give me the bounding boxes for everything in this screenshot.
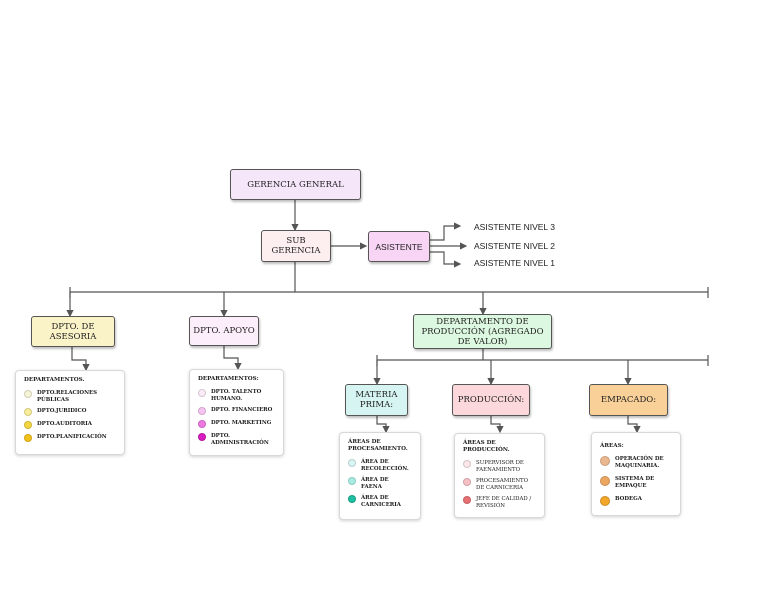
bullet-dot-icon <box>348 495 356 504</box>
sub-gerencia-node[interactable]: SUB GERENCIA <box>261 230 331 262</box>
list-item: ÁREA DE FAENA <box>348 477 414 490</box>
card-title: ÁREAS DE PRODUCCIÓN. <box>463 440 510 453</box>
bullet-dot-icon <box>198 407 206 416</box>
bullet-dot-icon <box>198 433 206 442</box>
asesoria-departments-card: DEPARTAMENTOS. DPTO.RELACIONES PÚBLICAS … <box>15 370 125 455</box>
list-item-label: DPTO. FINANCIERO <box>211 407 273 414</box>
list-item: PROCESAMIENTO DE CARNICERIA <box>463 478 538 491</box>
list-item: SISTEMA DE EMPAQUE <box>600 476 674 489</box>
list-item-label: DPTO.RELACIONES PÚBLICAS <box>37 390 97 403</box>
list-item: DPTO.JURIDICO <box>24 408 118 417</box>
gerencia-general-node[interactable]: GERENCIA GENERAL <box>230 169 361 200</box>
list-item-label: BODEGA <box>615 496 642 503</box>
bullet-dot-icon <box>463 496 471 505</box>
bullet-dot-icon <box>24 434 32 443</box>
list-item: JEFE DE CALIDAD / REVISIÓN <box>463 496 538 509</box>
bullet-dot-icon <box>24 408 32 417</box>
asistente-nivel-3-label: ASISTENTE NIVEL 3 <box>474 222 555 232</box>
bullet-dot-icon <box>600 476 610 487</box>
apoyo-departments-card: DEPARTAMENTOS: DPTO. TALENTO HUMANO. DPT… <box>189 369 284 456</box>
list-item-label: ÁREA DE CARNICERIA <box>361 495 401 508</box>
card-title: DEPARTAMENTOS: <box>198 376 259 382</box>
empacado-areas-card: ÁREAS: OPERACIÓN DE MAQUINARIA. SISTEMA … <box>591 432 681 516</box>
list-item-label: DPTO.PLANIFICACIÓN <box>37 434 107 441</box>
list-item: DPTO. MARKETING <box>198 420 277 429</box>
list-item: OPERACIÓN DE MAQUINARIA. <box>600 456 674 469</box>
materia-prima-node[interactable]: MATERIA PRIMA: <box>345 384 408 416</box>
bullet-dot-icon <box>600 496 610 507</box>
materia-prima-areas-card: ÁREAS DE PROCESAMIENTO. ÁREA DE RECOLECC… <box>339 432 421 520</box>
dpto-apoyo-node[interactable]: DPTO. APOYO <box>189 316 259 346</box>
list-item: DPTO.PLANIFICACIÓN <box>24 434 118 443</box>
list-item-label: DPTO. ADMINISTRACIÓN <box>211 433 269 446</box>
list-item: DPTO. ADMINISTRACIÓN <box>198 433 277 446</box>
list-item: ÁREA DE RECOLECCIÓN. <box>348 459 414 472</box>
list-item: ÁREA DE CARNICERIA <box>348 495 414 508</box>
bullet-dot-icon <box>463 460 471 468</box>
bullet-dot-icon <box>24 421 32 430</box>
list-item-label: DPTO. TALENTO HUMANO. <box>211 389 262 402</box>
asistente-node[interactable]: ASISTENTE <box>368 231 430 262</box>
dpto-asesoria-node[interactable]: DPTO. DE ASESORIA <box>31 316 115 347</box>
list-item-label: JEFE DE CALIDAD / REVISIÓN <box>476 496 532 509</box>
card-title: DEPARTAMENTOS. <box>24 377 85 383</box>
dpto-produccion-node[interactable]: DEPARTAMENTO DE PRODUCCIÓN (AGREGADO DE … <box>413 314 552 349</box>
list-item: DPTO. TALENTO HUMANO. <box>198 389 277 402</box>
bullet-dot-icon <box>348 477 356 486</box>
list-item-label: OPERACIÓN DE MAQUINARIA. <box>615 456 664 469</box>
bullet-dot-icon <box>463 478 471 487</box>
bullet-dot-icon <box>24 390 32 398</box>
list-item: DPTO.RELACIONES PÚBLICAS <box>24 390 118 403</box>
list-item-label: DPTO.JURIDICO <box>37 408 87 415</box>
bullet-dot-icon <box>600 456 610 466</box>
list-item-label: ÁREA DE RECOLECCIÓN. <box>361 459 409 472</box>
bullet-dot-icon <box>348 459 356 467</box>
list-item-label: DPTO. MARKETING <box>211 420 272 427</box>
list-item: DPTO.AUDITORIA <box>24 421 118 430</box>
list-item-label: PROCESAMIENTO DE CARNICERIA <box>476 478 529 491</box>
bullet-dot-icon <box>198 389 206 397</box>
asistente-nivel-2-label: ASISTENTE NIVEL 2 <box>474 241 555 251</box>
bullet-dot-icon <box>198 420 206 429</box>
list-item-label: DPTO.AUDITORIA <box>37 421 92 428</box>
asistente-nivel-1-label: ASISTENTE NIVEL 1 <box>474 258 555 268</box>
list-item: DPTO. FINANCIERO <box>198 407 277 416</box>
produccion-areas-card: ÁREAS DE PRODUCCIÓN. SUPERVISOR DE FAENA… <box>454 433 545 518</box>
produccion-node[interactable]: PRODUCCIÓN: <box>452 384 530 416</box>
list-item-label: SISTEMA DE EMPAQUE <box>615 476 655 489</box>
card-title: ÁREAS: <box>600 443 624 449</box>
list-item: BODEGA <box>600 496 674 507</box>
list-item-label: ÁREA DE FAENA <box>361 477 389 490</box>
list-item-label: SUPERVISOR DE FAENAMIENTO <box>476 460 524 473</box>
empacado-node[interactable]: EMPACADO: <box>589 384 668 416</box>
card-title: ÁREAS DE PROCESAMIENTO. <box>348 439 408 452</box>
list-item: SUPERVISOR DE FAENAMIENTO <box>463 460 538 473</box>
